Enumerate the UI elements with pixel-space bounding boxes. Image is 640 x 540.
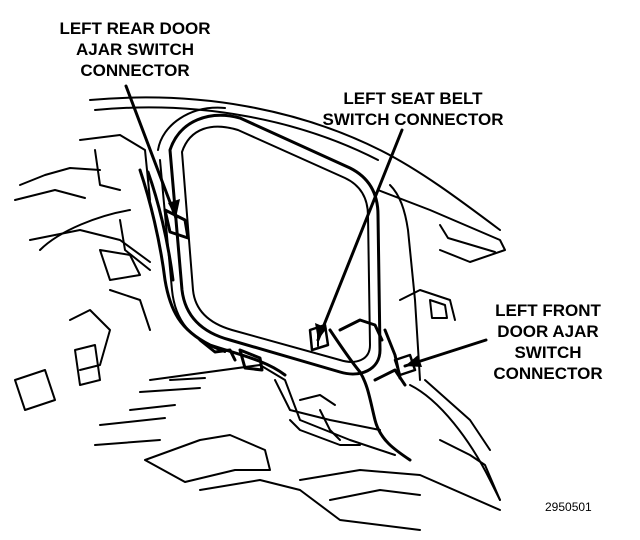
- label-left-front-door-ajar: LEFT FRONT DOOR AJAR SWITCH CONNECTOR: [478, 300, 618, 384]
- label-line: SWITCH CONNECTOR: [322, 110, 504, 129]
- label-left-rear-door-ajar: LEFT REAR DOOR AJAR SWITCH CONNECTOR: [30, 18, 240, 81]
- front-door-ajar-connector: [393, 353, 417, 377]
- floor-sill: [149, 364, 396, 456]
- label-line: AJAR SWITCH: [75, 40, 195, 59]
- front-floor: [144, 434, 501, 531]
- rear-quarter-panel: [14, 134, 151, 411]
- label-line: LEFT REAR DOOR: [59, 19, 211, 38]
- label-line: DOOR AJAR: [497, 322, 599, 341]
- label-line: CONNECTOR: [80, 61, 190, 80]
- leader-arrowheads: [168, 199, 422, 367]
- center-harness: [328, 318, 412, 462]
- label-left-seat-belt: LEFT SEAT BELT SWITCH CONNECTOR: [308, 88, 518, 130]
- label-line: LEFT SEAT BELT: [343, 89, 483, 108]
- rear-harness: [138, 168, 287, 377]
- figure-number: 2950501: [545, 500, 592, 514]
- leader-seat-belt: [316, 128, 404, 342]
- floor-slots: [94, 377, 206, 446]
- leader-rear-door: [124, 84, 178, 220]
- label-line: SWITCH: [514, 343, 582, 362]
- label-line: LEFT FRONT: [495, 301, 601, 320]
- label-line: CONNECTOR: [493, 364, 603, 383]
- front-pillar: [377, 184, 506, 501]
